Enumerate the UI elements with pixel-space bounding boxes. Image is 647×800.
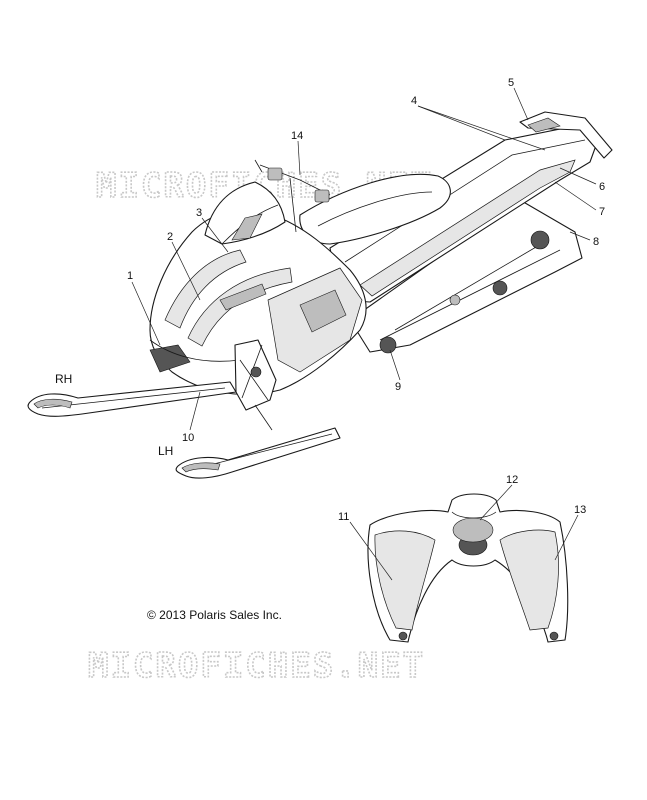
callout-5: 5 — [508, 77, 514, 89]
leader-lines — [131, 87, 597, 581]
callout-13: 13 — [574, 504, 586, 516]
callout-9: 9 — [395, 381, 401, 393]
callout-2: 2 — [167, 231, 173, 243]
callout-1: 1 — [127, 270, 133, 282]
callout-3: 3 — [196, 207, 202, 219]
callout-11: 11 — [338, 511, 349, 523]
callout-6: 6 — [599, 181, 605, 193]
callout-4: 4 — [411, 95, 417, 107]
callout-12: 12 — [506, 474, 518, 486]
callout-14: 14 — [291, 130, 303, 142]
label-lh: LH — [158, 444, 173, 458]
callout-8: 8 — [593, 236, 599, 248]
copyright-text: © 2013 Polaris Sales Inc. — [147, 608, 282, 622]
snowmobile-illustration — [27, 111, 613, 479]
watermark-bottom: MICROFICHES.NET — [88, 646, 425, 686]
callout-7: 7 — [599, 206, 605, 218]
label-rh: RH — [55, 372, 72, 386]
callout-10: 10 — [182, 432, 194, 444]
hood-illustration — [367, 493, 569, 643]
